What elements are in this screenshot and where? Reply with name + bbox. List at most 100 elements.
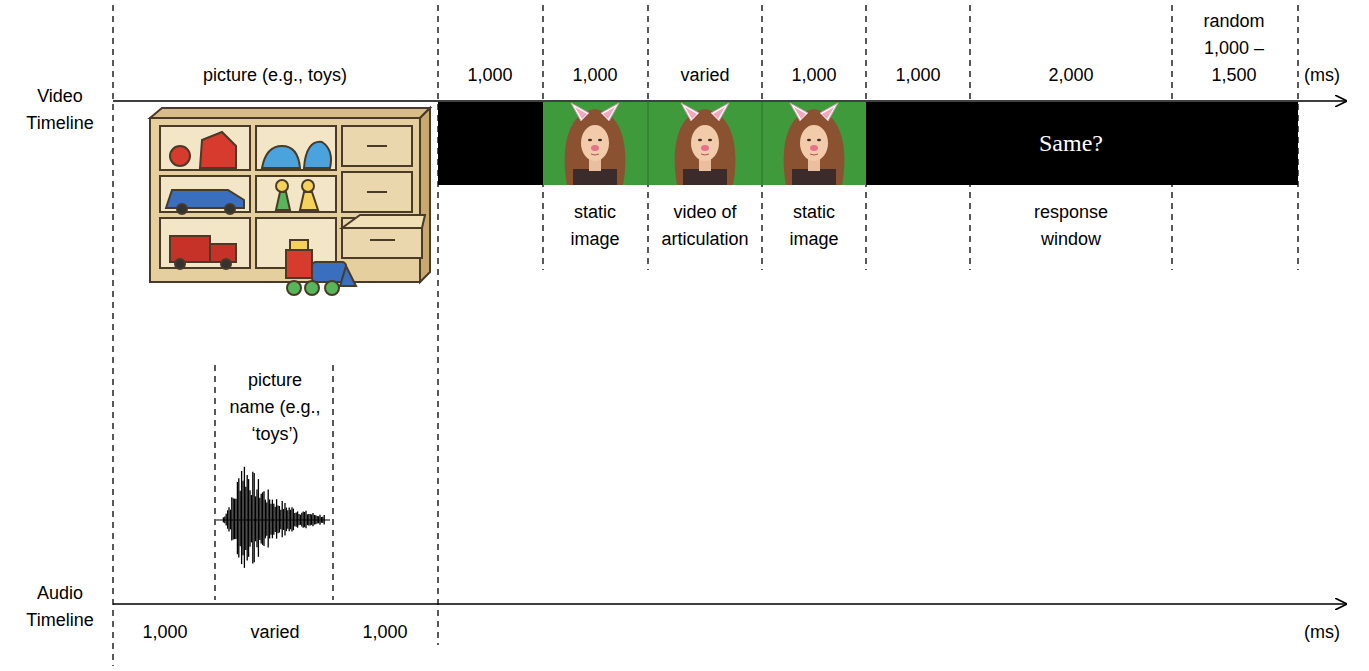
toy-shelf-picture [342,126,412,166]
audio-label: picture name (e.g., ‘toys’) [225,367,325,448]
toy-shelf-picture [276,192,290,210]
toy-shelf-picture [276,180,288,192]
dashed-divider [332,365,333,600]
audio-waveform [259,498,260,540]
audio-waveform [265,500,266,539]
dashed-divider [112,5,113,666]
audio-waveform [262,492,263,545]
audio-waveform [263,491,264,546]
toy-shelf-picture [200,132,236,168]
audio-waveform [235,499,236,539]
audio-waveform [216,520,330,521]
toy-shelf-picture [342,172,412,212]
axis-title: Audio Timeline [14,580,106,634]
audio-waveform [275,507,276,532]
toy-shelf-picture [340,266,356,286]
toy-shelf-picture [287,281,301,295]
phase-label: static image [550,199,640,253]
toy-shelf-picture [177,204,187,214]
toy-shelf-picture [325,281,339,295]
face-video-frame [784,103,845,185]
duration-label: 1,000 [340,619,430,646]
audio-waveform [241,471,242,564]
audio-waveform [254,473,255,562]
dashed-divider [761,5,762,270]
face-video-frame [543,102,648,185]
audio-waveform [270,504,271,535]
audio-waveform [289,507,290,531]
dashed-divider [214,365,215,600]
toy-shelf-picture [160,176,250,212]
audio-waveform [269,499,270,538]
audio-waveform [266,502,267,535]
toy-shelf-picture [170,236,210,262]
audio-waveform [258,479,259,557]
face-video-frame [565,103,626,185]
audio-waveform [279,506,280,533]
audio-waveform [249,490,250,547]
duration-label: random 1,000 – 1,500 [1198,8,1270,89]
audio-waveform [240,491,241,547]
audio-waveform [216,467,330,568]
unit-label: (ms) [1300,62,1344,89]
audio-waveform [276,499,277,538]
toy-shelf-picture [286,250,312,278]
axis-title: Video Timeline [14,83,106,137]
duration-label: 1,000 [550,62,640,89]
toy-shelf-picture [150,108,430,118]
dashed-divider [647,5,648,270]
duration-label: 2,000 [1011,62,1131,89]
audio-waveform [291,507,292,531]
audio-waveform [282,501,283,537]
unit-label: (ms) [1300,619,1344,646]
toy-shelf-picture [160,126,250,170]
toy-shelf-picture [170,146,190,166]
toy-shelf-picture [221,259,231,269]
audio-waveform [256,490,257,548]
audio-waveform [255,496,256,541]
audio-waveform [277,505,278,533]
face-video-frame [762,102,763,185]
dashed-divider [113,5,1298,666]
audio-waveform [238,478,239,557]
toy-shelf-picture [342,215,425,228]
audio-waveform [272,500,273,539]
audio-waveform [230,510,231,530]
audio-waveform [284,503,285,535]
stimulus-label: picture (e.g., toys) [175,62,375,89]
audio-waveform [290,510,291,530]
toy-shelf-picture [150,108,430,295]
audio-waveform [280,510,281,530]
audio-waveform [293,509,294,531]
audio-waveform [283,509,284,530]
face-video-frame [675,103,736,185]
duration-label: 1,000 [873,62,963,89]
audio-waveform [234,499,235,539]
audio-waveform [268,489,269,547]
audio-waveform [228,507,229,531]
duration-label: 1,000 [120,619,210,646]
audio-waveform [252,472,253,564]
toy-shelf-picture [175,259,185,269]
duration-label: 1,000 [769,62,859,89]
toy-shelf-picture [312,262,346,282]
toy-shelf-picture [262,146,300,168]
toy-shelf-picture [305,281,319,295]
prompt-text: Same? [1039,130,1103,157]
toy-shelf-picture [367,145,387,147]
face-video-frame [762,102,866,185]
toy-shelf-picture [367,191,387,193]
timeline-axis [113,603,1346,605]
duration-label: 1,000 [445,62,535,89]
audio-waveform [231,497,232,540]
face-video-frame [543,102,866,185]
phase-label: response window [1006,199,1136,253]
audio-waveform [244,467,245,568]
black-screen-bar [438,102,1298,185]
audio-waveform [261,494,262,544]
audio-waveform [247,475,248,561]
face-video-frame [648,102,762,185]
face-video-frame [648,102,649,185]
toy-shelf-picture [370,239,395,241]
